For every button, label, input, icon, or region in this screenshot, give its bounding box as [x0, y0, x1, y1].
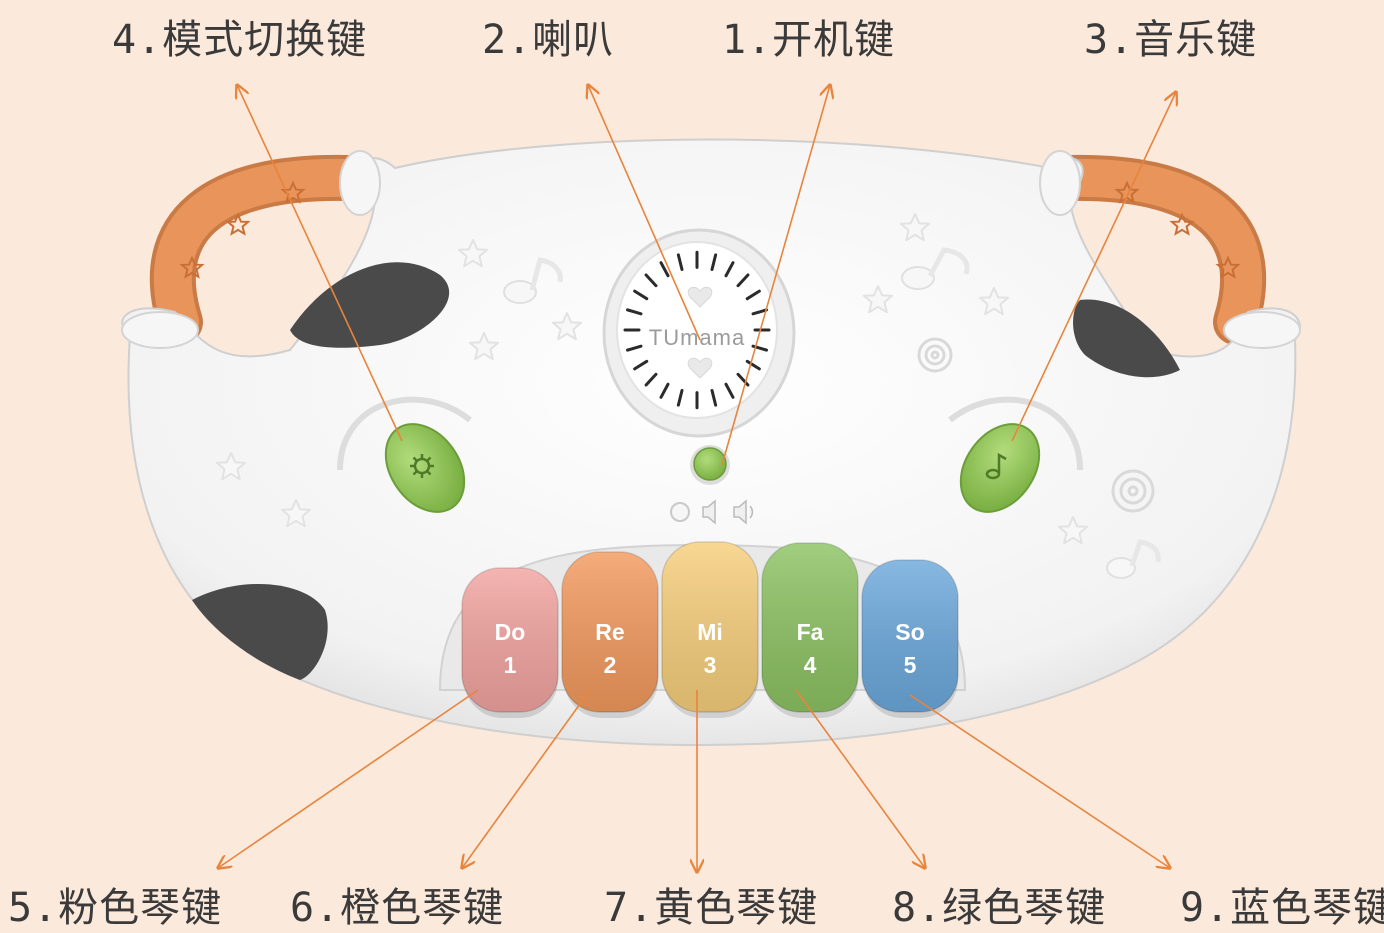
bottom-cow-patch — [192, 583, 328, 680]
speaker-grille-slot — [724, 382, 735, 399]
speaker-grille-slot — [633, 359, 649, 371]
piano-key-note: Mi — [697, 619, 723, 645]
piano-key-number: 3 — [704, 652, 717, 678]
leader-line-blue — [909, 694, 1170, 868]
blue-key-label: 9.蓝色琴键 — [1180, 885, 1384, 931]
piano-keys: Do 1 Re 2 Mi 3 Fa 4 So 5 — [461, 541, 959, 718]
speaker-grille-slot — [724, 261, 735, 278]
speaker: TUmama — [602, 228, 796, 438]
speaker-grille-slot — [644, 372, 658, 387]
speaker-grille-slot — [710, 253, 718, 271]
right-handle — [1045, 154, 1267, 345]
speaker-grille-slot — [710, 389, 718, 407]
orange-key-label: 6.橙色琴键 — [290, 885, 505, 931]
speaker-grille-slot — [676, 389, 684, 407]
speaker-grille-slot — [736, 273, 750, 288]
spiral-icon — [917, 337, 1155, 513]
music-key-label: 3.音乐键 — [1084, 17, 1258, 63]
speaker-grille-slot — [633, 289, 649, 301]
speaker-grille-slot — [644, 273, 658, 288]
leader-line-power — [721, 85, 830, 466]
leader-line-speaker — [588, 85, 701, 341]
speaker-grille-slot — [625, 344, 643, 352]
speaker-grille-slot — [625, 308, 643, 316]
leader-line-music — [1011, 92, 1176, 442]
right-cow-patch — [1073, 299, 1180, 378]
speaker-grille — [623, 250, 771, 410]
piano-key-note: Fa — [797, 619, 824, 645]
leader-line-green — [795, 689, 925, 868]
piano-key-do[interactable]: Do 1 — [461, 567, 559, 718]
speaker-grille-slot — [676, 253, 684, 271]
left-handle — [149, 154, 371, 345]
speaker-grille-slot — [736, 372, 750, 387]
piano-key-re[interactable]: Re 2 — [561, 551, 659, 718]
music-note-button-icon — [985, 452, 1007, 480]
piano-key-note: Re — [595, 619, 624, 645]
piano-key-fa[interactable]: Fa 4 — [761, 542, 859, 718]
piano-key-number: 1 — [504, 652, 517, 678]
piano-key-number: 5 — [904, 652, 917, 678]
gear-icon — [410, 454, 434, 478]
piano-key-mi[interactable]: Mi 3 — [661, 541, 759, 718]
mode-key-label: 4.模式切换键 — [112, 17, 368, 63]
leader-line-mode — [237, 85, 403, 442]
speaker-label: 2.喇叭 — [482, 17, 615, 63]
speaker-grille-slot — [745, 359, 761, 371]
speaker-grille-slot — [751, 308, 769, 316]
power-button[interactable] — [690, 445, 730, 485]
leader-line-pink — [218, 689, 479, 868]
yellow-key-label: 7.黄色琴键 — [604, 885, 819, 931]
leader-lines — [218, 85, 1176, 872]
piano-key-number: 2 — [604, 652, 617, 678]
piano-key-so[interactable]: So 5 — [861, 559, 959, 718]
power-key-label: 1.开机键 — [722, 17, 896, 63]
music-button[interactable] — [945, 396, 1083, 527]
pink-key-label: 5.粉色琴键 — [8, 885, 223, 931]
speaker-high-icon — [733, 499, 754, 525]
piano-key-note: So — [895, 619, 924, 645]
piano-key-note: Do — [495, 619, 526, 645]
piano-key-number: 4 — [804, 652, 817, 678]
volume-indicator — [670, 499, 754, 525]
speaker-grille-slot — [659, 261, 670, 278]
mode-switch-button[interactable] — [337, 396, 480, 527]
speaker-grille-slot — [745, 289, 761, 301]
green-key-label: 8.绿色琴键 — [892, 885, 1107, 931]
speaker-low-icon — [702, 499, 716, 525]
left-cow-patch — [290, 262, 450, 348]
speaker-grille-slot — [659, 382, 670, 399]
mute-indicator-icon — [670, 502, 690, 522]
music-note-icon — [503, 247, 1161, 579]
leader-line-orange — [462, 689, 591, 868]
brand-logo: TUmama — [649, 325, 745, 350]
